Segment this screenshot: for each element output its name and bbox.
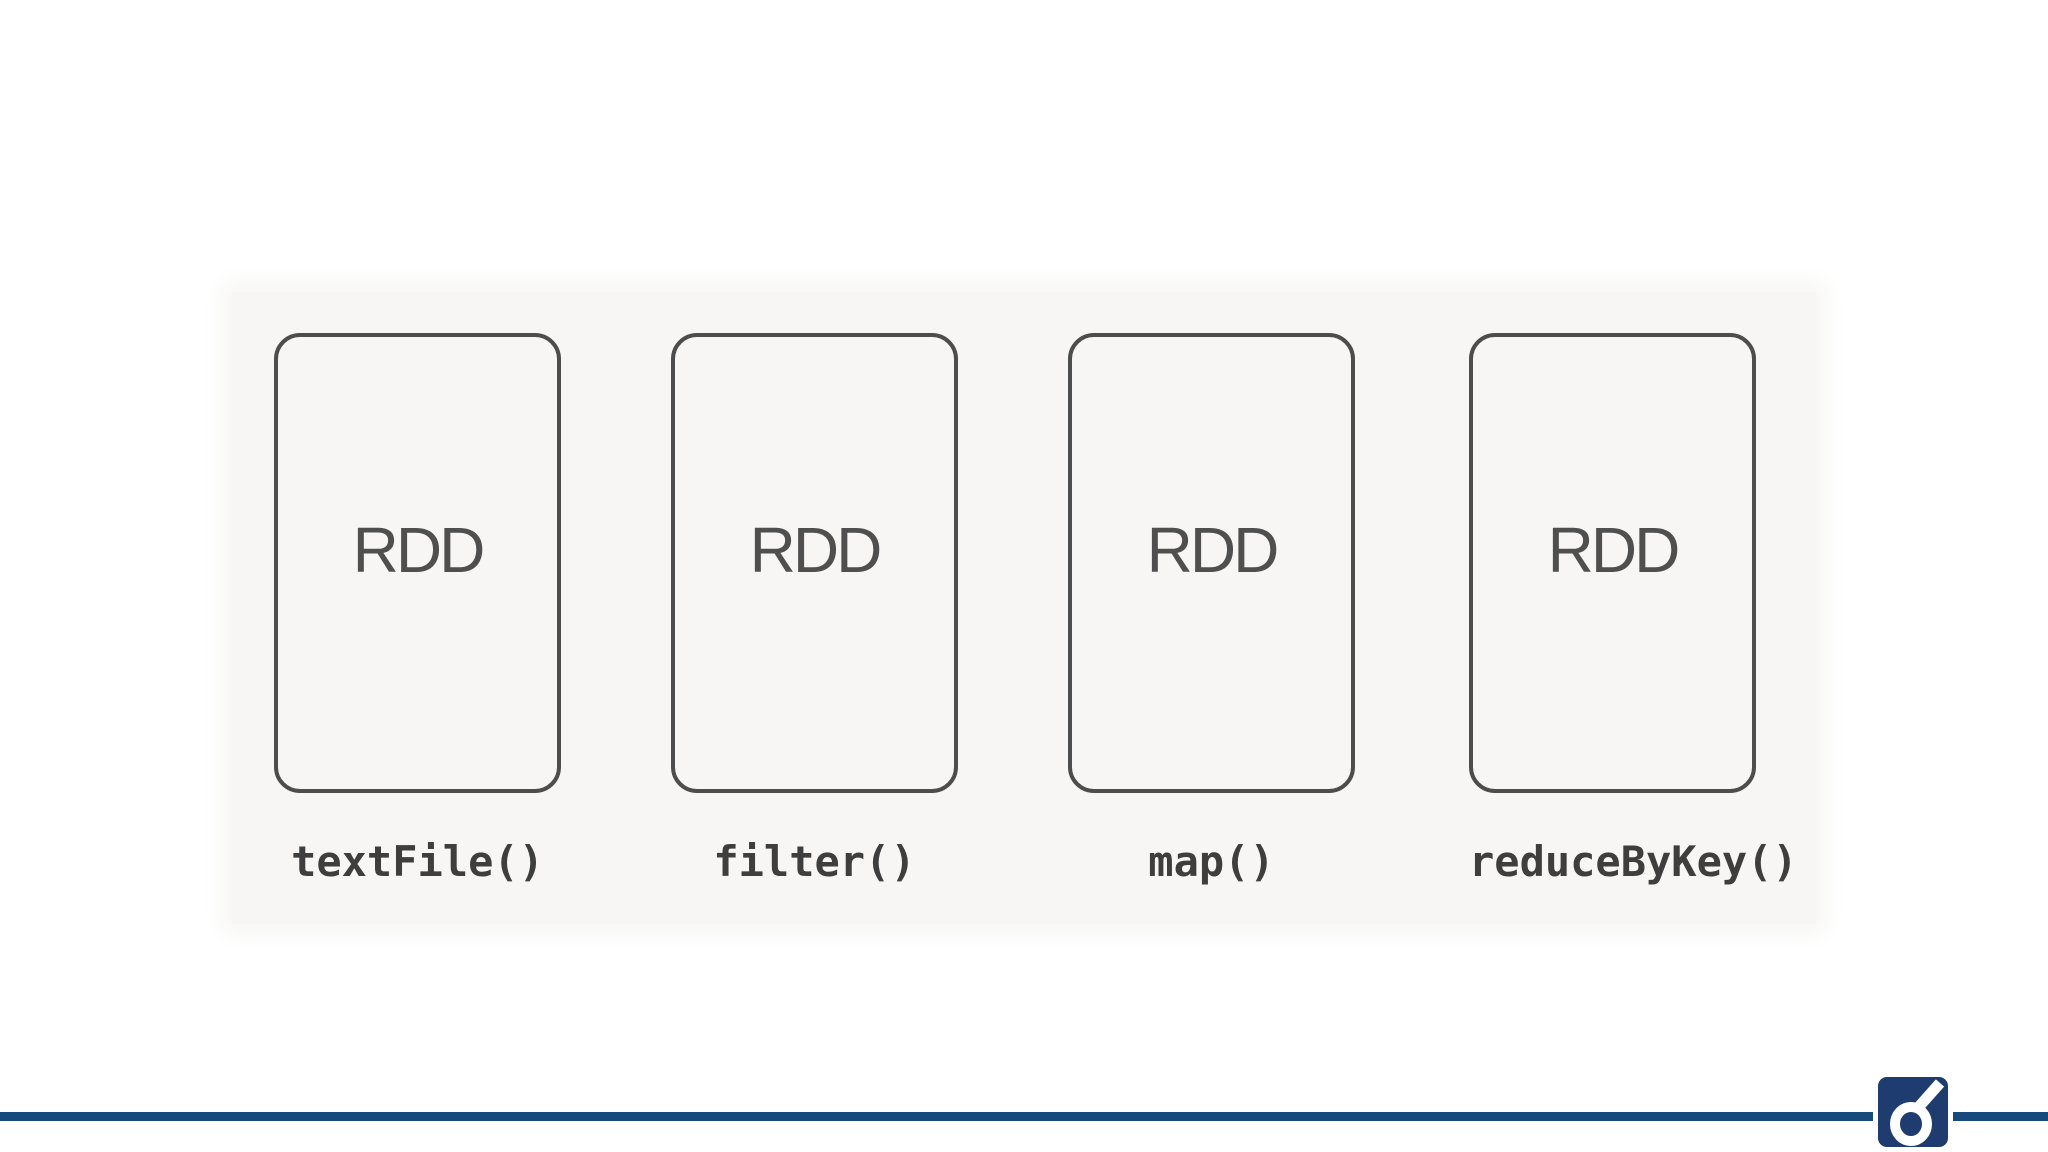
- rdd-stage-2: RDD filter(): [671, 333, 958, 886]
- operation-label-reducebykey: reduceByKey(): [1469, 837, 1798, 886]
- operation-label-textfile: textFile(): [291, 837, 544, 886]
- operation-label-filter: filter(): [713, 837, 916, 886]
- rdd-box-label: RDD: [1146, 514, 1280, 586]
- logo-o-glyph: [1890, 1102, 1932, 1146]
- rdd-box: RDD: [1469, 333, 1756, 793]
- oreilly-logo: [1878, 1077, 1948, 1147]
- diagram-panel: [232, 292, 1816, 924]
- rdd-box: RDD: [274, 333, 561, 793]
- operation-label-map: map(): [1148, 837, 1275, 886]
- rdd-box-label: RDD: [352, 514, 486, 586]
- rdd-stage-1: RDD textFile(): [274, 333, 561, 886]
- rdd-stage-3: RDD map(): [1068, 333, 1355, 886]
- rdd-box: RDD: [1068, 333, 1355, 793]
- footer-rule: [0, 1112, 2048, 1121]
- rdd-box: RDD: [671, 333, 958, 793]
- rdd-box-label: RDD: [1547, 514, 1681, 586]
- rdd-stage-4: RDD reduceByKey(): [1469, 333, 1798, 886]
- oreilly-logo-icon: [1878, 1077, 1948, 1147]
- rdd-box-label: RDD: [749, 514, 883, 586]
